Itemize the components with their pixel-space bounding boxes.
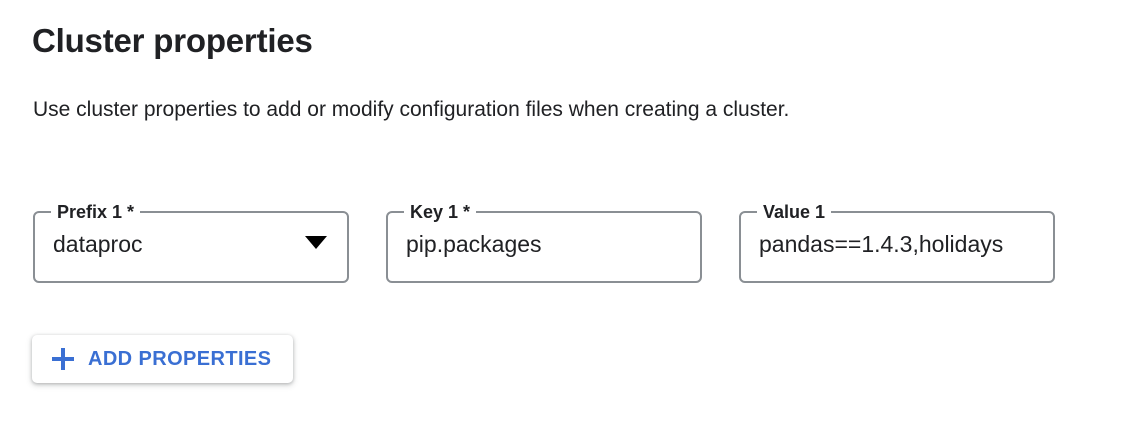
- prefix-1-value[interactable]: dataproc: [53, 231, 143, 257]
- key-1-label: Key 1 *: [410, 202, 471, 222]
- value-1-value[interactable]: pandas==1.4.3,holidays: [759, 231, 1004, 257]
- key-1-value[interactable]: pip.packages: [406, 231, 542, 257]
- plus-icon: [52, 348, 74, 370]
- value-1-field[interactable]: Value 1 pandas==1.4.3,holidays: [739, 203, 1055, 283]
- prefix-1-field[interactable]: Prefix 1 * dataproc: [33, 203, 349, 283]
- prefix-1-label: Prefix 1 *: [57, 202, 135, 222]
- key-1-field[interactable]: Key 1 * pip.packages: [386, 203, 702, 283]
- chevron-down-icon[interactable]: [305, 236, 327, 249]
- add-properties-button[interactable]: ADD PROPERTIES: [32, 335, 294, 383]
- value-1-label: Value 1: [763, 202, 826, 222]
- add-properties-button-label: ADD PROPERTIES: [88, 348, 272, 370]
- properties-field-row: Prefix 1 * dataproc Key 1 * pip.packages…: [33, 203, 1055, 283]
- page-title: Cluster properties: [32, 22, 313, 59]
- page-description: Use cluster properties to add or modify …: [33, 98, 790, 121]
